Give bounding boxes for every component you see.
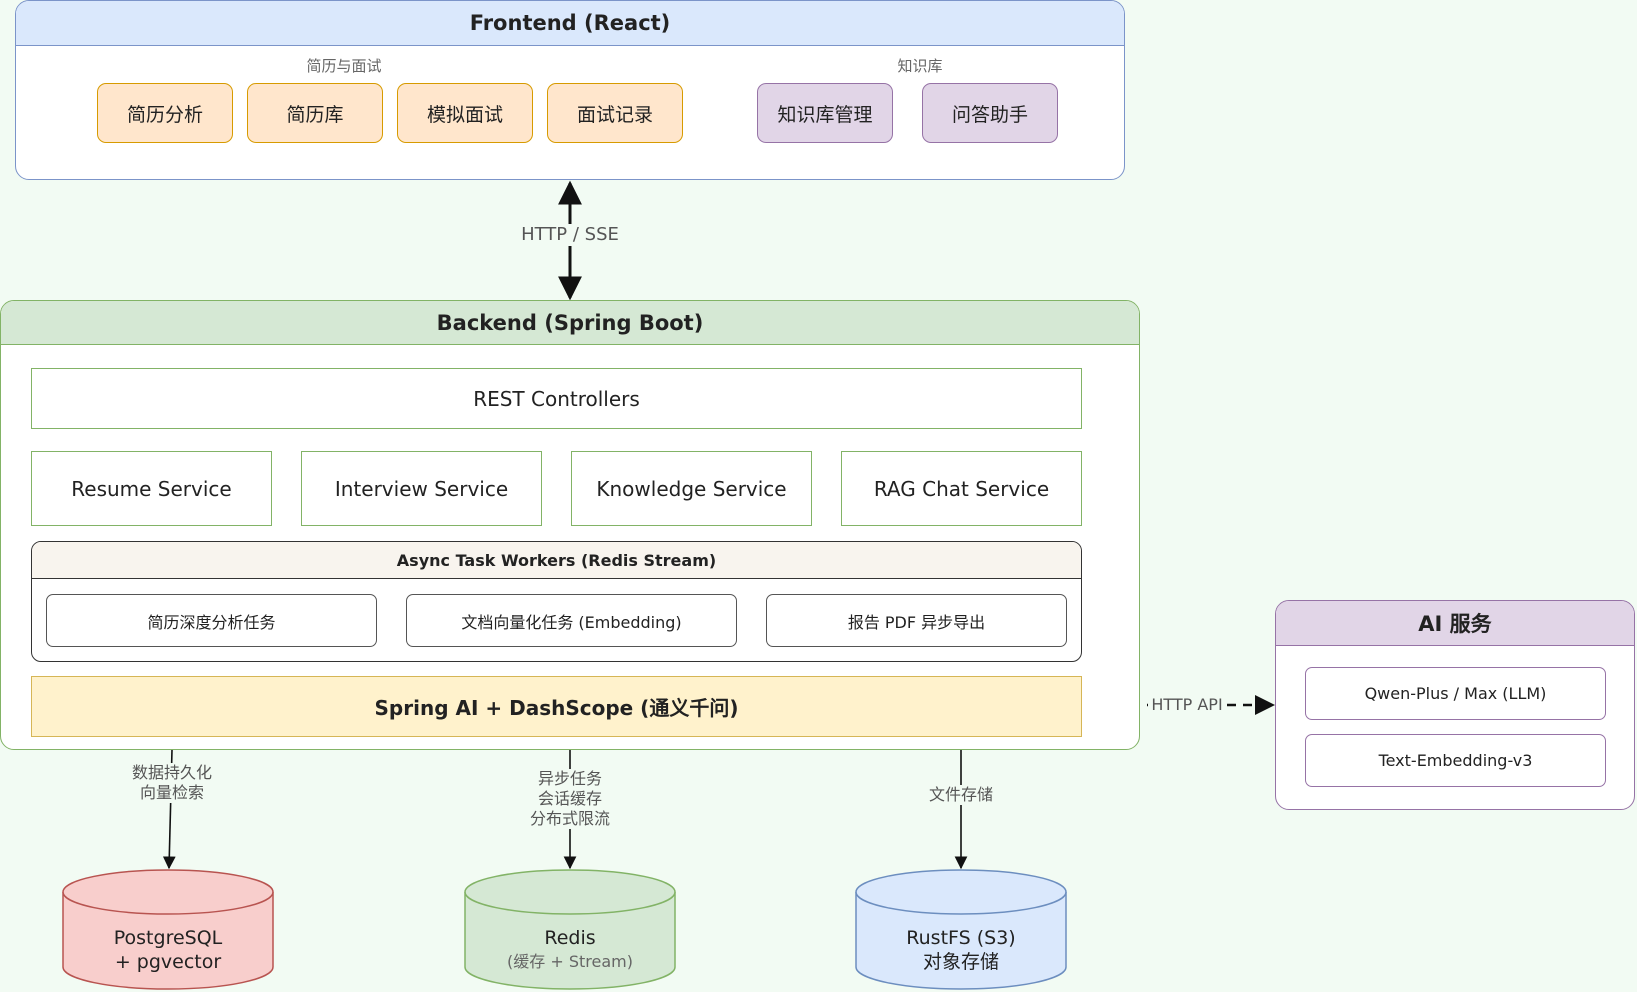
rest-controllers: REST Controllers xyxy=(31,368,1082,429)
backend-panel: Backend (Spring Boot) REST Controllers R… xyxy=(0,300,1140,750)
ai-item-embedding: Text-Embedding-v3 xyxy=(1305,734,1606,787)
redis-edge-label: 异步任务 会话缓存 分布式限流 xyxy=(524,769,616,829)
postgres-line1: PostgreSQL xyxy=(113,927,223,949)
frontend-item-kb-management: 知识库管理 xyxy=(757,83,893,143)
resume-group-label: 简历与面试 xyxy=(306,56,382,75)
ai-item-qwen: Qwen-Plus / Max (LLM) xyxy=(1305,667,1606,720)
frontend-item-qa-assistant: 问答助手 xyxy=(922,83,1058,143)
rustfs-line2: 对象存储 xyxy=(922,951,999,973)
task-resume-analysis: 简历深度分析任务 xyxy=(46,594,377,647)
task-pdf-export: 报告 PDF 异步导出 xyxy=(766,594,1067,647)
rustfs-label: RustFS (S3) 对象存储 xyxy=(856,926,1066,974)
frontend-item-interview-records: 面试记录 xyxy=(547,83,683,143)
rustfs-line1: RustFS (S3) xyxy=(906,927,1016,949)
redis-cylinder xyxy=(464,869,676,990)
redis-label: Redis (缓存 + Stream) xyxy=(465,926,675,974)
http-sse-label: HTTP / SSE xyxy=(515,224,625,246)
redis-edge-line1: 异步任务 xyxy=(537,769,602,788)
frontend-item-resume-analysis: 简历分析 xyxy=(97,83,233,143)
redis-edge-line2: 会话缓存 xyxy=(537,789,602,808)
postgres-edge-label: 数据持久化 向量检索 xyxy=(118,763,226,803)
rag-chat-service: RAG Chat Service xyxy=(841,451,1082,526)
backend-title: Backend (Spring Boot) xyxy=(1,301,1139,345)
frontend-title: Frontend (React) xyxy=(16,1,1124,46)
rustfs-edge-label: 文件存储 xyxy=(920,785,1002,805)
redis-line2: (缓存 + Stream) xyxy=(507,952,633,971)
ai-service-panel: AI 服务 Qwen-Plus / Max (LLM) Text-Embeddi… xyxy=(1275,600,1635,810)
kb-group-label: 知识库 xyxy=(897,56,943,75)
frontend-item-resume-library: 简历库 xyxy=(247,83,383,143)
http-api-label: HTTP API xyxy=(1148,695,1226,715)
async-workers-title: Async Task Workers (Redis Stream) xyxy=(32,542,1081,579)
postgres-cylinder xyxy=(62,869,274,990)
ai-service-title: AI 服务 xyxy=(1276,601,1634,646)
frontend-panel: Frontend (React) 简历与面试 知识库 简历分析 简历库 模拟面试… xyxy=(15,0,1125,180)
postgres-label: PostgreSQL + pgvector xyxy=(63,926,273,974)
postgres-edge-line2: 向量检索 xyxy=(139,783,204,802)
rustfs-edge-line1: 文件存储 xyxy=(928,785,993,804)
redis-line1: Redis xyxy=(544,927,596,949)
frontend-item-mock-interview: 模拟面试 xyxy=(397,83,533,143)
resume-service: Resume Service xyxy=(31,451,272,526)
rustfs-cylinder xyxy=(855,869,1067,990)
redis-edge-line3: 分布式限流 xyxy=(529,809,610,828)
knowledge-service: Knowledge Service xyxy=(571,451,812,526)
async-workers-panel: Async Task Workers (Redis Stream) 简历深度分析… xyxy=(31,541,1082,662)
postgres-line2: + pgvector xyxy=(114,951,222,973)
task-doc-embedding: 文档向量化任务 (Embedding) xyxy=(406,594,737,647)
interview-service: Interview Service xyxy=(301,451,542,526)
postgres-edge-line1: 数据持久化 xyxy=(131,763,212,782)
spring-ai-dashscope: Spring AI + DashScope (通义千问) xyxy=(31,676,1082,737)
